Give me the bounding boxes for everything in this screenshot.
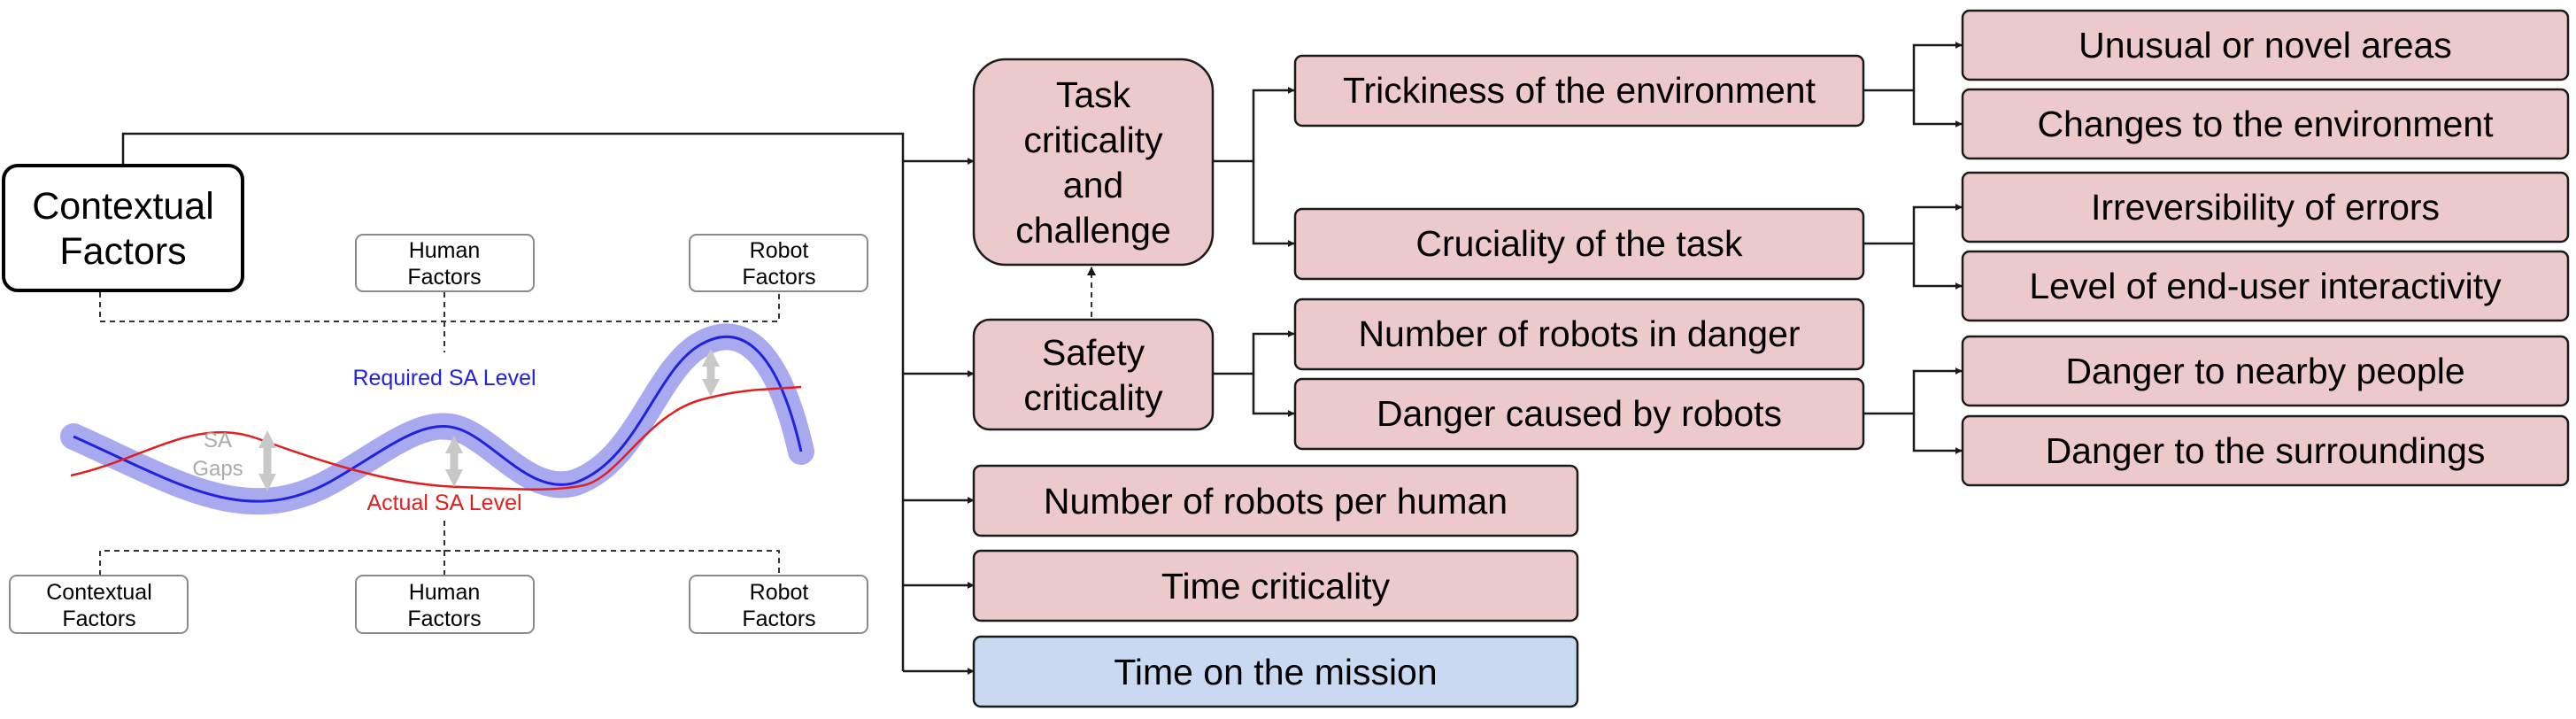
- svg-text:Level of end-user interactivit: Level of end-user interactivity: [2029, 266, 2502, 306]
- node-robots-per-human: Number of robots per human: [972, 464, 1579, 537]
- actual-sa-line: [70, 385, 802, 491]
- root-label-line1: Contextual: [32, 185, 214, 228]
- svg-text:Task: Task: [1056, 74, 1131, 115]
- node-cruciality: Cruciality of the task: [1293, 207, 1865, 281]
- edge-danger-branch: [1863, 367, 1963, 415]
- edge-trickiness-changes: [1912, 90, 1963, 128]
- inset-top-human-factors: Human Factors: [355, 234, 535, 292]
- required-sa-label: Required SA Level: [352, 366, 536, 390]
- svg-text:Contextual: Contextual: [46, 580, 152, 605]
- edge-danger-surroundings: [1912, 414, 1963, 454]
- svg-text:Number of robots per human: Number of robots per human: [1044, 481, 1508, 522]
- node-irreversibility: Irreversibility of errors: [1961, 171, 2570, 244]
- edge-root-bus: [121, 132, 905, 671]
- svg-text:criticality: criticality: [1023, 120, 1163, 160]
- edge-task-branch: [1213, 87, 1295, 163]
- svg-text:Time on the mission: Time on the mission: [1114, 652, 1437, 692]
- connectors: [121, 42, 1963, 675]
- edge-cruciality-branch: [1863, 204, 1963, 245]
- inset-bottom-robot-factors: Robot Factors: [689, 575, 868, 634]
- node-changes-environment: Changes to the environment: [1961, 88, 2570, 160]
- svg-text:Danger caused by robots: Danger caused by robots: [1377, 393, 1782, 434]
- svg-text:Human: Human: [409, 580, 481, 605]
- node-safety-criticality: Safety criticality: [972, 318, 1215, 431]
- node-trickiness: Trickiness of the environment: [1293, 54, 1865, 128]
- svg-text:and: and: [1063, 165, 1123, 205]
- svg-text:Number of robots in danger: Number of robots in danger: [1358, 313, 1800, 354]
- inset-bottom-contextual-factors: Contextual Factors: [9, 575, 189, 634]
- sa-gaps-label-line1: SA: [204, 429, 232, 452]
- actual-sa-label: Actual SA Level: [366, 491, 521, 515]
- svg-text:Factors: Factors: [742, 607, 815, 631]
- node-time-criticality: Time criticality: [972, 549, 1579, 622]
- svg-text:Robot: Robot: [750, 238, 809, 263]
- inset-bottom-human-factors: Human Factors: [355, 575, 535, 634]
- svg-text:Safety: Safety: [1042, 332, 1145, 373]
- svg-text:Time criticality: Time criticality: [1161, 566, 1391, 607]
- svg-text:Robot: Robot: [750, 580, 809, 605]
- svg-text:Unusual or novel areas: Unusual or novel areas: [2079, 25, 2452, 66]
- svg-text:Danger to the surroundings: Danger to the surroundings: [2046, 430, 2486, 471]
- node-danger-nearby-people: Danger to nearby people: [1961, 335, 2570, 407]
- edge-trickiness-branch: [1863, 42, 1963, 92]
- root-node: Contextual Factors: [2, 164, 244, 292]
- node-time-on-mission: Time on the mission: [972, 635, 1579, 708]
- svg-text:challenge: challenge: [1015, 210, 1171, 251]
- node-danger-by-robots: Danger caused by robots: [1293, 377, 1865, 451]
- sa-inset-figure: Human Factors Robot Factors Required SA …: [9, 234, 868, 634]
- edge-cruciality-interactivity: [1912, 244, 1963, 290]
- node-danger-surroundings: Danger to the surroundings: [1961, 414, 2570, 487]
- svg-text:criticality: criticality: [1023, 377, 1163, 418]
- svg-text:Irreversibility of errors: Irreversibility of errors: [2091, 187, 2440, 228]
- edge-task-cruciality: [1252, 161, 1295, 247]
- svg-text:Trickiness of the environment: Trickiness of the environment: [1343, 70, 1816, 111]
- svg-text:Cruciality of the task: Cruciality of the task: [1415, 223, 1743, 264]
- node-unusual-areas: Unusual or novel areas: [1961, 9, 2570, 81]
- svg-text:Danger to nearby people: Danger to nearby people: [2065, 351, 2464, 391]
- svg-text:Changes to the environment: Changes to the environment: [2037, 104, 2494, 144]
- svg-text:Factors: Factors: [62, 607, 135, 631]
- node-robots-in-danger: Number of robots in danger: [1293, 298, 1865, 371]
- required-sa-line: [73, 336, 803, 503]
- inset-top-dashed-connector: [99, 292, 780, 352]
- edge-safety-branch: [1213, 330, 1295, 375]
- node-end-user-interactivity: Level of end-user interactivity: [1961, 250, 2570, 322]
- edge-safety-danger: [1252, 374, 1295, 417]
- svg-text:Factors: Factors: [407, 607, 481, 631]
- sa-gaps-label-line2: Gaps: [192, 457, 243, 481]
- svg-text:Factors: Factors: [742, 265, 815, 290]
- root-label-line2: Factors: [59, 230, 186, 273]
- svg-text:Human: Human: [409, 238, 481, 263]
- svg-text:Factors: Factors: [407, 265, 481, 290]
- required-sa-band: [60, 323, 814, 515]
- inset-bottom-dashed-connector: [99, 521, 780, 576]
- inset-top-robot-factors: Robot Factors: [689, 234, 868, 292]
- node-task-criticality: Task criticality and challenge: [972, 58, 1215, 267]
